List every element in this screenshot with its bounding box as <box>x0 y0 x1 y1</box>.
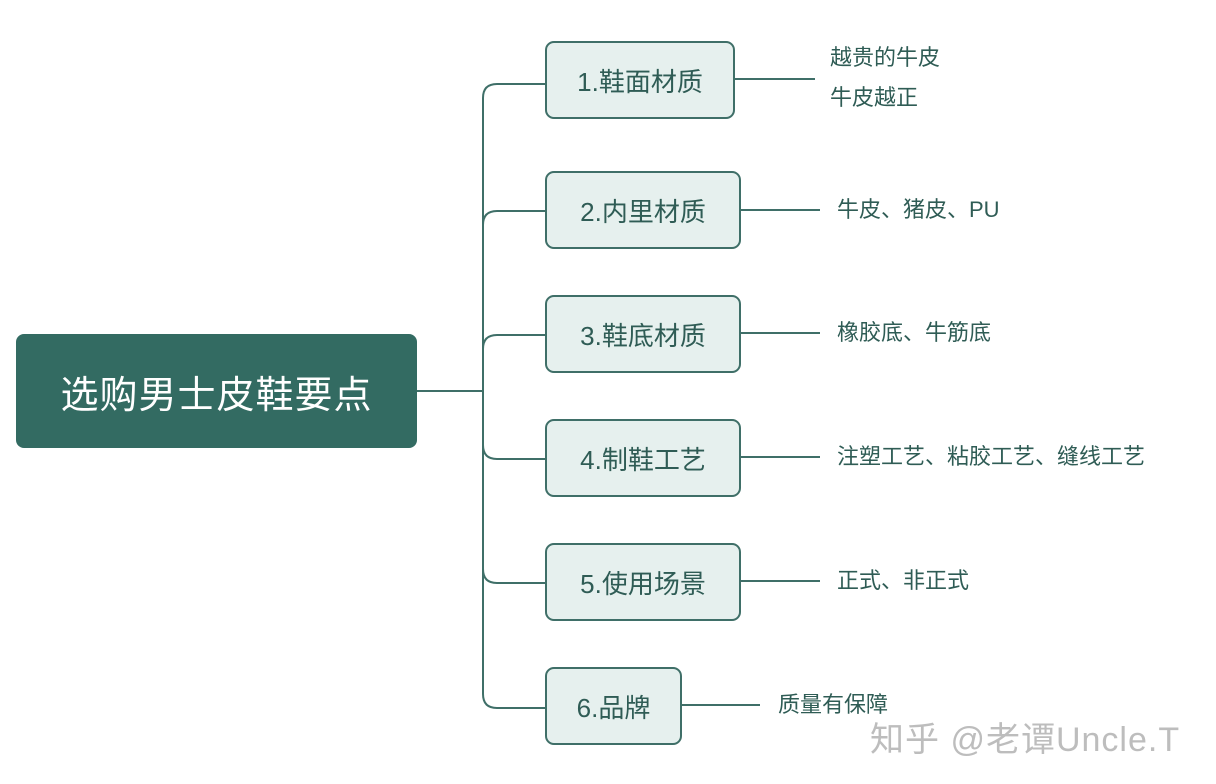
branch-label: 6.品牌 <box>576 692 651 723</box>
leaf-node-4[interactable]: 注塑工艺、粘胶工艺、缝线工艺 <box>837 437 1145 477</box>
branch-label: 3.鞋底材质 <box>580 320 706 351</box>
leaf-text: 牛皮、猪皮、PU <box>837 197 1000 222</box>
branch-connector-4 <box>482 444 545 460</box>
branch-label: 1.鞋面材质 <box>577 66 703 97</box>
spine <box>482 83 545 709</box>
leaf-text: 注塑工艺、粘胶工艺、缝线工艺 <box>837 444 1146 469</box>
branch-node-1[interactable]: 1.鞋面材质 <box>545 41 735 119</box>
branch-node-4[interactable]: 4.制鞋工艺 <box>545 419 741 497</box>
root-label: 选购男士皮鞋要点 <box>60 374 373 417</box>
branch-node-6[interactable]: 6.品牌 <box>545 667 682 745</box>
leaf-text: 正式、非正式 <box>837 568 970 593</box>
branch-connector-2 <box>482 210 545 226</box>
watermark: 知乎 @老谭Uncle.T <box>870 721 1181 759</box>
branch-connector-3 <box>482 334 545 350</box>
branch-node-3[interactable]: 3.鞋底材质 <box>545 295 741 373</box>
leaf-text: 越贵的牛皮 <box>830 45 941 70</box>
leaf-node-1[interactable]: 越贵的牛皮 牛皮越正 <box>830 38 940 118</box>
branch-node-5[interactable]: 5.使用场景 <box>545 543 741 621</box>
branch-label: 5.使用场景 <box>580 568 706 599</box>
branch-connector-5 <box>482 568 545 584</box>
leaf-text: 橡胶底、牛筋底 <box>837 320 992 345</box>
branch-label: 4.制鞋工艺 <box>580 444 706 475</box>
branch-node-2[interactable]: 2.内里材质 <box>545 171 741 249</box>
leaf-node-2[interactable]: 牛皮、猪皮、PU <box>837 190 1000 230</box>
root-node[interactable]: 选购男士皮鞋要点 <box>16 334 417 448</box>
leaf-node-3[interactable]: 橡胶底、牛筋底 <box>837 313 991 353</box>
leaf-node-5[interactable]: 正式、非正式 <box>837 561 969 601</box>
leaf-node-6[interactable]: 质量有保障 <box>778 685 888 725</box>
leaf-text: 牛皮越正 <box>830 85 919 110</box>
leaf-text: 质量有保障 <box>778 692 889 717</box>
branch-label: 2.内里材质 <box>580 196 706 227</box>
